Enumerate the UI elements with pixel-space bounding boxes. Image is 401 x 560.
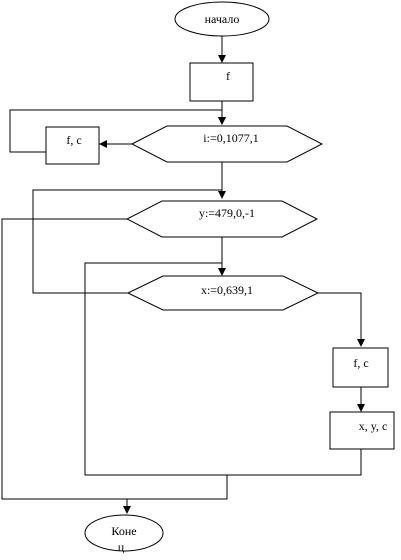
process-box-fc-right <box>332 347 389 388</box>
process-box-xyc-label: x, y, c <box>359 419 388 433</box>
start-label: начало <box>205 12 240 26</box>
process-box-f-label: f <box>226 69 230 83</box>
loop-y-return-line <box>32 189 222 294</box>
process-box-fc-left <box>45 126 100 165</box>
connector-to-end <box>127 475 228 500</box>
process-box-xyc <box>329 411 395 450</box>
loop-i-hexagon <box>130 125 324 163</box>
loop-y-label: y:=479,0,-1 <box>199 206 255 220</box>
end-terminal <box>84 514 164 552</box>
loop-x-return-line <box>84 262 362 476</box>
process-box-fc-right-label: f, c <box>353 356 368 370</box>
loop-i-return-line <box>9 109 222 153</box>
loop-x-label: x:=0,639,1 <box>201 283 253 297</box>
loop-i-label: i:=0,1077,1 <box>203 131 258 145</box>
end-label-line1: Коне <box>111 524 136 538</box>
process-box-f <box>189 62 254 102</box>
loop-y-exit-line <box>1 218 127 500</box>
end-label-line2: ц <box>118 540 125 554</box>
arrow-loop-x-to-fc-right <box>318 292 365 347</box>
loop-y-hexagon <box>125 200 319 238</box>
process-box-fc-left-label: f, c <box>66 133 81 147</box>
